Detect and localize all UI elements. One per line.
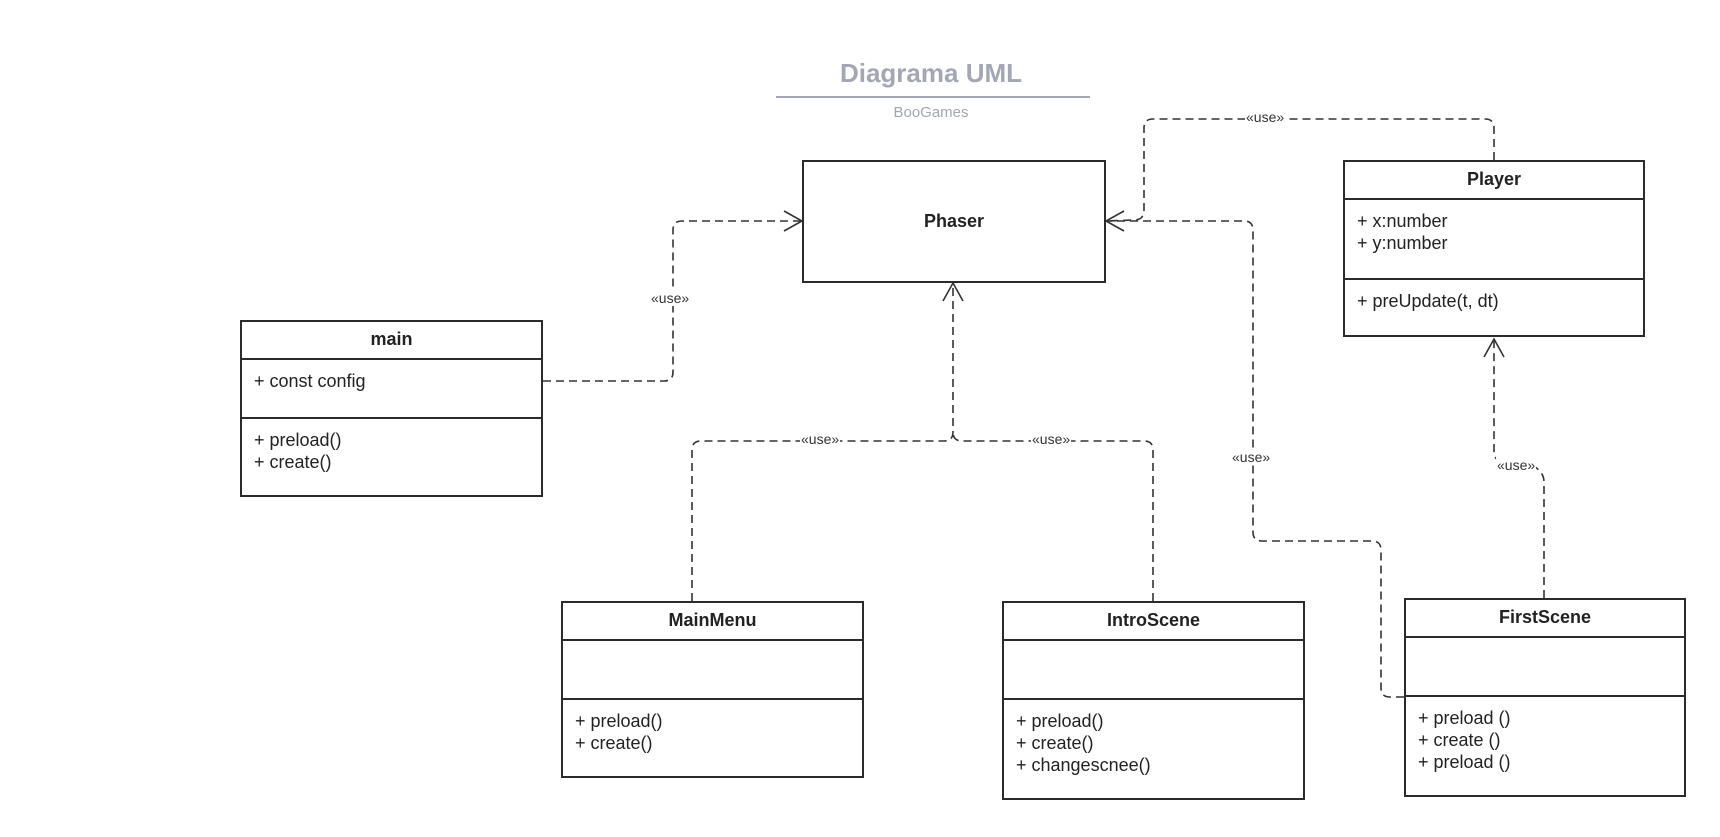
use-label-firstscene-player: «use» <box>1496 457 1537 473</box>
class-firstscene-operations: + preload () + create () + preload () <box>1406 697 1684 773</box>
operation: + create () <box>1418 730 1501 750</box>
connector-introscene-phaser <box>952 431 1154 601</box>
class-mainmenu-attributes <box>563 641 862 700</box>
arrowhead-phaser-right <box>1104 210 1125 232</box>
class-firstscene-name: FirstScene <box>1406 600 1684 638</box>
class-phaser-name: Phaser <box>923 211 985 231</box>
connector-firstscene-phaser <box>1106 220 1404 698</box>
operation: + preload() <box>575 711 663 731</box>
diagram-title: Diagrama UML <box>839 58 1023 88</box>
class-phaser[interactable]: Phaser <box>802 160 1106 283</box>
use-label-player-phaser: «use» <box>1245 109 1286 125</box>
class-introscene[interactable]: IntroScene + preload() + create() + chan… <box>1002 601 1305 800</box>
connector-player-phaser <box>1105 118 1495 222</box>
arrowhead-player-bottom <box>1483 337 1505 358</box>
class-player[interactable]: Player + x:number + y:number + preUpdate… <box>1343 160 1645 337</box>
class-introscene-name: IntroScene <box>1004 603 1303 641</box>
attribute: + const config <box>254 371 366 391</box>
class-main[interactable]: main + const config + preload() + create… <box>240 320 543 497</box>
use-label-firstscene-phaser: «use» <box>1231 449 1272 465</box>
class-introscene-attributes <box>1004 641 1303 700</box>
operation: + preload() <box>254 430 342 450</box>
class-player-operations: + preUpdate(t, dt) <box>1345 280 1643 312</box>
class-firstscene-attributes <box>1406 638 1684 697</box>
use-label-introscene-phaser: «use» <box>1031 431 1072 447</box>
operation: + create() <box>254 452 332 472</box>
class-mainmenu-name: MainMenu <box>563 603 862 641</box>
operation: + create() <box>1016 733 1094 753</box>
class-main-operations: + preload() + create() <box>242 419 541 473</box>
class-player-name: Player <box>1345 162 1643 200</box>
class-main-name: main <box>242 322 541 360</box>
attribute: + x:number <box>1357 211 1448 231</box>
class-player-attributes: + x:number + y:number <box>1345 200 1643 280</box>
connector-main-phaser <box>543 220 802 382</box>
use-label-mainmenu-phaser: «use» <box>800 431 841 447</box>
arrowhead-phaser-bottom <box>942 281 964 302</box>
diagram-subtitle: BooGames <box>893 104 969 121</box>
operation: + preload () <box>1418 708 1511 728</box>
attribute: + y:number <box>1357 233 1448 253</box>
class-mainmenu-operations: + preload() + create() <box>563 700 862 754</box>
operation: + preload() <box>1016 711 1104 731</box>
title-underline <box>776 96 1090 98</box>
operation: + changescnee() <box>1016 755 1151 775</box>
use-label-main-phaser: «use» <box>650 290 691 306</box>
class-main-attributes: + const config <box>242 360 541 419</box>
class-firstscene[interactable]: FirstScene + preload () + create () + pr… <box>1404 598 1686 797</box>
operation: + preUpdate(t, dt) <box>1357 291 1499 311</box>
operation: + preload () <box>1418 752 1511 772</box>
class-introscene-operations: + preload() + create() + changescnee() <box>1004 700 1303 776</box>
class-mainmenu[interactable]: MainMenu + preload() + create() <box>561 601 864 778</box>
operation: + create() <box>575 733 653 753</box>
